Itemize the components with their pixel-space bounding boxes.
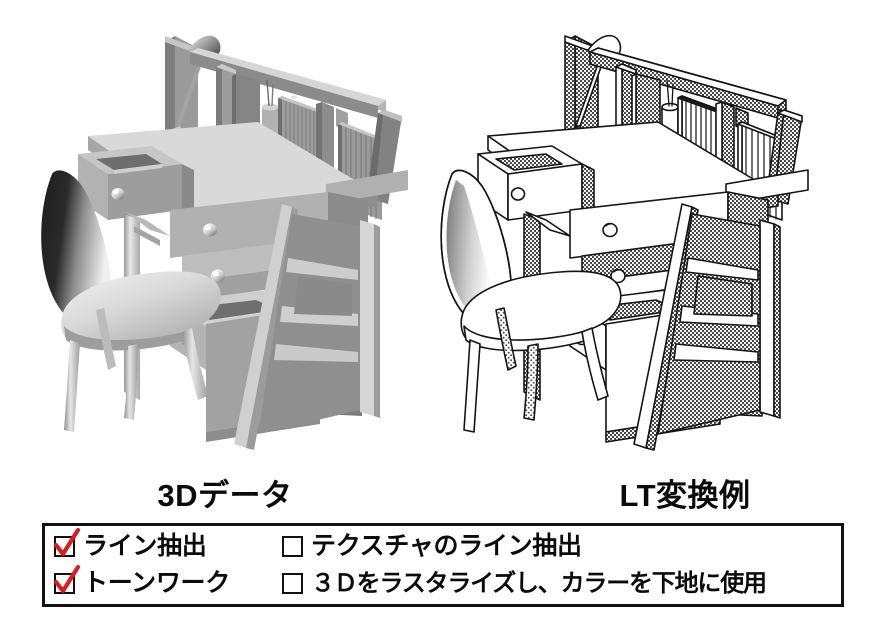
legend-label-texture-line-extraction: テクスチャのライン抽出 [311,532,582,560]
panel-lt-conversion [430,14,870,464]
legend-row-tone-work[interactable]: トーンワーク [53,564,281,602]
pencil-drawer-lt [477,145,595,221]
checkbox-tone-work[interactable] [53,564,81,597]
legend-label-rasterize-3d: ３Ｄをラスタライズし、カラーを下地に使用 [311,570,767,597]
legend-row-texture-line-extraction[interactable]: テクスチャのライン抽出 [281,529,841,565]
chair-lt [440,169,622,433]
legend-label-line-extraction: ライン抽出 [83,532,207,560]
legend-column-left: ライン抽出 トーンワーク [53,527,281,602]
chair [41,170,221,432]
desk-side-frame [234,204,380,450]
checkbox-box [54,535,75,557]
checkbox-box [282,535,303,557]
checkbox-line-extraction[interactable] [53,527,81,560]
legend-row-rasterize-3d[interactable]: ３Ｄをラスタライズし、カラーを下地に使用 [281,566,841,602]
desk-3d-render-svg [41,35,408,450]
desk-lt-geometry [440,34,809,451]
checkbox-texture-line-extraction[interactable] [281,534,307,560]
caption-lt-example: LT変換例 [619,478,751,513]
desk-side-frame-lt [633,203,781,451]
panel-3d-render [30,14,450,464]
checkbox-box [54,572,75,594]
checkbox-rasterize-3d[interactable] [281,571,307,597]
legend-label-tone-work: トーンワーク [83,569,230,597]
legend-row-line-extraction[interactable]: ライン抽出 [53,527,281,565]
options-legend-box: ライン抽出 トーンワーク テク [42,523,844,607]
legend-column-right: テクスチャのライン抽出 ３Ｄをラスタライズし、カラーを下地に使用 [281,529,841,602]
caption-3d-data: 3Dデータ [157,478,293,513]
checkbox-box [282,572,303,594]
desk-lt-render-svg [440,34,809,451]
desk-3d-geometry [41,35,408,450]
